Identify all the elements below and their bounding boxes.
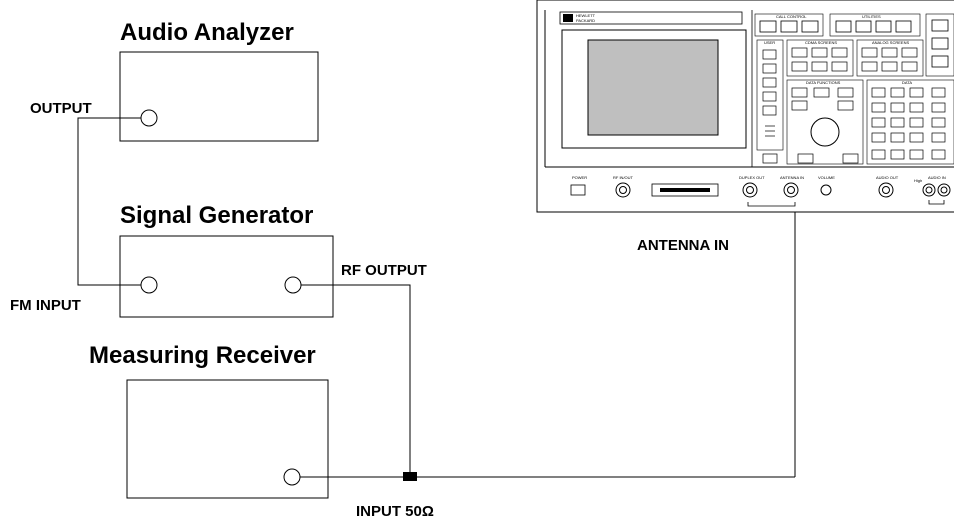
test-set: HEWLETT PACKARD CALL CONTROL UTILITIES U… — [536, 0, 954, 213]
svg-text:RF IN/OUT: RF IN/OUT — [613, 175, 634, 180]
svg-text:UTILITIES: UTILITIES — [862, 14, 881, 19]
signal-generator: Signal Generator FM INPUT RF OUTPUT — [10, 202, 427, 318]
utility-key[interactable] — [895, 20, 912, 33]
data-keypad — [871, 87, 946, 160]
svg-text:ANALOG SCREENS: ANALOG SCREENS — [872, 40, 909, 45]
svg-text:ANTENNA IN: ANTENNA IN — [780, 175, 804, 180]
svg-text:CALL CONTROL: CALL CONTROL — [776, 14, 807, 19]
display-screen — [587, 39, 719, 136]
call-control-key[interactable] — [759, 20, 777, 33]
fm-input-connector[interactable] — [140, 276, 158, 294]
call-control-key[interactable] — [801, 20, 819, 33]
measuring-receiver: Measuring Receiver INPUT 50Ω — [89, 342, 434, 520]
antenna-in-label: ANTENNA IN — [637, 237, 729, 254]
svg-text:DATA FUNCTIONS: DATA FUNCTIONS — [806, 80, 841, 85]
audio-analyzer-title: Audio Analyzer — [120, 19, 294, 46]
cables — [77, 117, 796, 478]
measuring-receiver-title: Measuring Receiver — [89, 342, 316, 369]
utility-key[interactable] — [875, 20, 892, 33]
signal-generator-title: Signal Generator — [120, 202, 313, 229]
cursor-knob[interactable] — [810, 117, 840, 147]
receiver-input-label: INPUT 50Ω — [356, 503, 434, 520]
audio-analyzer-output-connector[interactable] — [140, 109, 158, 127]
svg-text:VOLUME: VOLUME — [818, 175, 835, 180]
svg-text:AUDIO OUT: AUDIO OUT — [876, 175, 899, 180]
receiver-input-connector[interactable] — [283, 468, 301, 486]
svg-text:CDMA SCREENS: CDMA SCREENS — [805, 40, 837, 45]
svg-text:POWER: POWER — [572, 175, 587, 180]
utility-key[interactable] — [835, 20, 852, 33]
rf-output-label: RF OUTPUT — [341, 262, 427, 279]
svg-text:HEWLETT: HEWLETT — [576, 13, 596, 18]
svg-text:High: High — [914, 178, 922, 183]
cable-output-to-fm-input — [77, 117, 141, 286]
rf-output-connector[interactable] — [284, 276, 302, 294]
fm-input-label: FM INPUT — [10, 297, 81, 314]
svg-text:DATA: DATA — [902, 80, 912, 85]
svg-text:DUPLEX OUT: DUPLEX OUT — [739, 175, 765, 180]
power-switch[interactable] — [570, 184, 586, 196]
svg-text:AUDIO IN: AUDIO IN — [928, 175, 946, 180]
cable-rf-output-to-tee — [301, 284, 411, 477]
tee-adapter — [403, 472, 417, 481]
audio-analyzer-box — [119, 51, 319, 142]
audio-analyzer: Audio Analyzer OUTPUT — [30, 19, 319, 142]
call-control-key[interactable] — [780, 20, 798, 33]
output-label: OUTPUT — [30, 100, 92, 117]
svg-text:USER: USER — [764, 40, 775, 45]
svg-text:PACKARD: PACKARD — [576, 18, 595, 23]
hp-logo-icon — [563, 14, 573, 22]
volume-knob[interactable] — [820, 184, 832, 196]
utility-key[interactable] — [855, 20, 872, 33]
signal-generator-box — [119, 235, 334, 318]
